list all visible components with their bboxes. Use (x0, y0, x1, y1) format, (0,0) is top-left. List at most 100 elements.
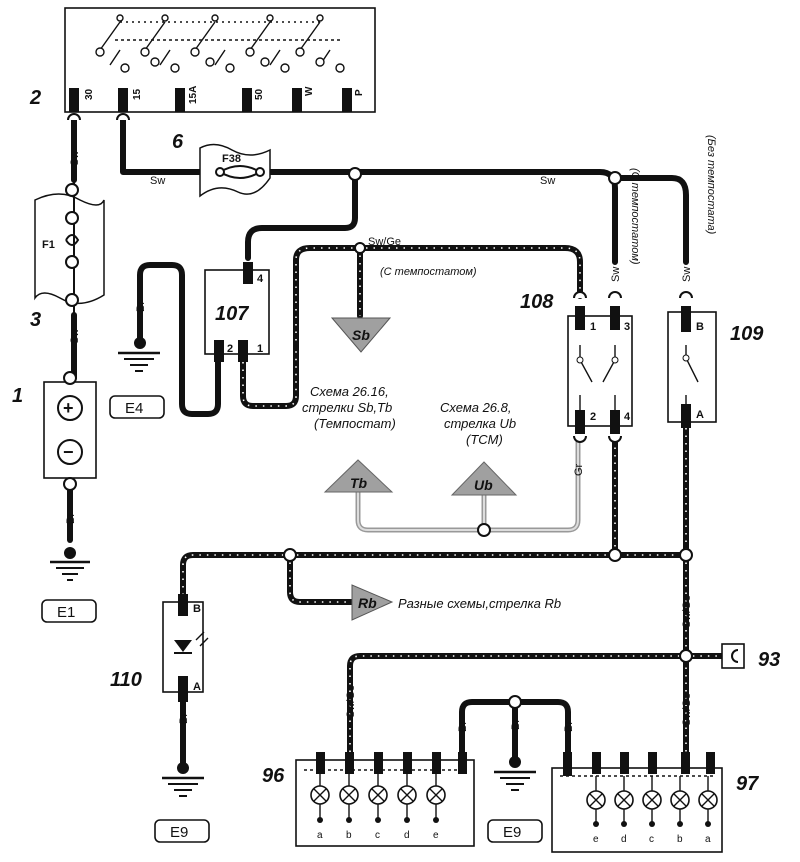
fuse-f38: F38 (199, 143, 271, 198)
arrow-ub: Ub (450, 461, 518, 496)
svg-text:B: B (193, 603, 201, 615)
svg-text:b: b (346, 830, 352, 841)
svg-text:A: A (696, 409, 704, 421)
switch-108: 1 3 2 4 (567, 291, 633, 443)
fuse-f1: F1 (34, 180, 105, 315)
relay-107: 4 2 1 107 (204, 262, 270, 362)
relay-107-number: 107 (215, 303, 249, 325)
junctions (283, 167, 693, 709)
lamp-block-97: e d c b a (551, 752, 723, 853)
svg-text:стрелка Ub: стрелка Ub (444, 416, 516, 431)
svg-text:e: e (433, 830, 439, 841)
note-rb: Разные схемы,стрелка Rb (398, 596, 561, 611)
svg-text:Ub: Ub (474, 477, 493, 493)
relay-107-pin-2: 2 (227, 343, 233, 355)
note-268: Схема 26.8, стрелка Ub (TCM) (440, 400, 516, 447)
svg-text:3: 3 (624, 321, 630, 333)
wire-sw-ge-mid: Sw/Ge (681, 595, 693, 628)
svg-text:E9: E9 (170, 824, 188, 841)
fuse-f38-label: F38 (222, 153, 241, 165)
wire-sw-ge-note: (С темпостатом) (380, 266, 477, 278)
ground-e1: E1 (41, 547, 97, 623)
arrow-rb: Rb (351, 584, 394, 621)
svg-text:c: c (649, 834, 654, 845)
wire-br-110: Br (178, 713, 190, 724)
battery-minus: − (63, 442, 74, 462)
lamp-block-96-number: 96 (262, 765, 285, 787)
terminal-15: 15 (132, 88, 143, 100)
svg-text:Схема 26.16,: Схема 26.16, (310, 384, 389, 399)
svg-text:c: c (375, 830, 380, 841)
svg-text:(TCM): (TCM) (466, 432, 503, 447)
svg-text:93: 93 (758, 649, 780, 671)
terminal-30: 30 (84, 88, 95, 100)
wire-br-97: Br (563, 721, 575, 732)
arrow-tb: Tb (323, 459, 394, 493)
lamp-block-97-number: 97 (736, 773, 759, 795)
ignition-switch-number: 2 (29, 87, 41, 109)
terminal-15a: 15A (188, 86, 199, 104)
wire-sw-f1-bottom: Sw (69, 329, 81, 344)
label-without-tempostat: (Без темпостата) (705, 135, 717, 235)
wire-sw-ge-97: Sw/Ge (681, 693, 693, 726)
svg-text:a: a (317, 830, 323, 841)
svg-text:(Темпостат): (Темпостат) (314, 416, 396, 431)
wire-br-e4: Br (135, 301, 147, 312)
wire-br-96: Br (457, 721, 469, 732)
svg-text:Rb: Rb (358, 595, 377, 611)
arrow-sb: Sb (330, 317, 392, 353)
terminal-w: W (304, 86, 315, 96)
svg-text:стрелки Sb,Tb: стрелки Sb,Tb (302, 400, 392, 415)
terminal-p: P (354, 89, 365, 96)
arrow-sb-label: Sb (352, 327, 370, 343)
lamp-110: B A (162, 594, 209, 702)
svg-text:1: 1 (590, 321, 596, 333)
ground-e1-label: E1 (57, 604, 75, 621)
wire-sw-108: Sw (610, 267, 622, 282)
terminal-50: 50 (254, 88, 265, 100)
ground-e4-label: E4 (125, 400, 143, 417)
battery-plus: + (63, 398, 74, 418)
relay-107-pin-4: 4 (257, 273, 264, 285)
wire-sw-1: Sw (150, 175, 165, 187)
svg-text:Tb: Tb (350, 475, 368, 491)
wire-sw-ge-96: Sw/Ge (345, 685, 357, 718)
svg-text:d: d (404, 830, 410, 841)
wire-sw-f1-top: Sw (69, 151, 81, 166)
ground-e9-left: E9 (154, 762, 210, 843)
wire-gr-108: Gr (573, 463, 585, 476)
relay-107-pin-1: 1 (257, 343, 263, 355)
svg-text:e: e (593, 834, 599, 845)
svg-text:2: 2 (590, 411, 596, 423)
connector-93: 93 (721, 643, 780, 671)
wire-sw-ge-top: Sw/Ge (368, 236, 401, 248)
lamp-block-96: a b c d e (295, 752, 475, 847)
battery-number: 1 (12, 385, 23, 407)
ground-e4: E4 (109, 337, 165, 419)
switch-109: B A (667, 291, 717, 428)
svg-text:Схема 26.8,: Схема 26.8, (440, 400, 512, 415)
svg-text:d: d (621, 834, 627, 845)
note-2616: Схема 26.16, стрелки Sb,Tb (Темпостат) (302, 384, 396, 431)
svg-text:B: B (696, 321, 704, 333)
wire-sw-109: Sw (681, 267, 693, 282)
fuse-f1-label: F1 (42, 239, 55, 251)
svg-text:E9: E9 (503, 824, 521, 841)
label-with-tempostat: (С темпостатом) (629, 168, 641, 265)
ground-e9-mid: E9 (487, 756, 543, 843)
fuse-f1-number: 3 (30, 309, 41, 331)
svg-text:4: 4 (624, 411, 631, 423)
switch-109-number: 109 (730, 323, 764, 345)
switch-108-number: 108 (520, 291, 554, 313)
battery: + − (43, 371, 97, 491)
svg-text:A: A (193, 681, 201, 693)
svg-text:a: a (705, 834, 711, 845)
wire-br-battery: Br (65, 513, 77, 524)
ignition-switch: 30 15 15A 50 W P 2 (29, 7, 376, 113)
terminal-15-number: 6 (172, 131, 184, 153)
lamp-110-number: 110 (110, 669, 142, 691)
wire-sw-2: Sw (540, 175, 555, 187)
svg-text:b: b (677, 834, 683, 845)
wire-br-e9: Br (510, 719, 522, 730)
